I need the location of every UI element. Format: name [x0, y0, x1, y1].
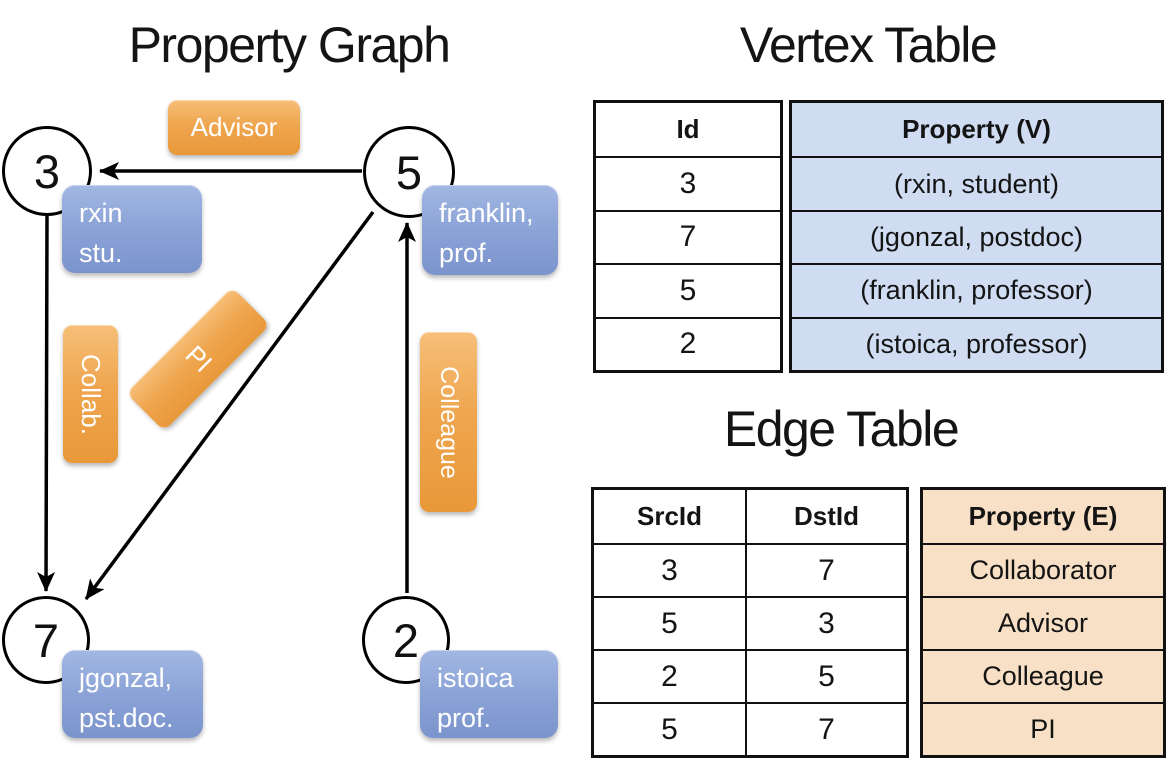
edge-label-collab: Collab. [63, 325, 118, 463]
table-cell: (rxin, student) [792, 156, 1161, 209]
table-cell: 3 [745, 596, 906, 649]
prop-line: stu. [79, 237, 123, 268]
table-cell: 2 [594, 649, 745, 702]
table-cell: 2 [596, 316, 780, 370]
edge-label-colleague: Colleague [420, 332, 477, 512]
table-cell: 7 [596, 209, 780, 263]
vertex-prop-box-rxin: rxin stu. [62, 185, 202, 273]
prop-line: jgonzal, [79, 663, 173, 693]
column-header: Property (V) [902, 114, 1051, 145]
table-cell: Colleague [923, 649, 1163, 702]
prop-line: prof. [437, 702, 492, 733]
edge-table-property-column: Property (E) Collaborator Advisor Collea… [920, 487, 1166, 758]
graph-node-2: 2 [362, 596, 450, 684]
edge-label-advisor: Advisor [168, 100, 300, 155]
graph-node-5: 5 [363, 126, 455, 218]
table-cell: 5 [594, 596, 745, 649]
table-cell: 7 [745, 543, 906, 596]
prop-line: prof. [439, 237, 494, 268]
node-id-label: 2 [392, 613, 420, 667]
table-cell: 3 [596, 156, 780, 209]
edge-table-title: Edge Table [723, 401, 960, 457]
vertex-table-title: Vertex Table [739, 17, 998, 73]
table-cell: 5 [745, 649, 906, 702]
table-cell: PI [923, 702, 1163, 755]
table-cell: (jgonzal, postdoc) [792, 209, 1161, 263]
table-cell: (franklin, professor) [792, 263, 1161, 316]
node-id-label: 3 [33, 144, 61, 198]
column-header: DstId [745, 490, 906, 543]
node-id-label: 5 [395, 145, 423, 199]
prop-line: pst.doc. [79, 702, 174, 733]
table-cell: 7 [745, 702, 906, 755]
property-graph-title: Property Graph [128, 17, 451, 73]
table-cell: (istoica, professor) [792, 316, 1161, 370]
column-header: Property (E) [968, 501, 1118, 531]
edge-label-text: Advisor [190, 112, 278, 142]
edge-table-id-columns: SrcId DstId 3 7 5 3 2 5 5 7 [591, 487, 909, 758]
vertex-prop-box-jgonzal: jgonzal, pst.doc. [62, 650, 203, 738]
vertex-prop-box-franklin: franklin, prof. [422, 185, 558, 275]
table-cell: 3 [594, 543, 745, 596]
table-cell: Advisor [923, 596, 1163, 649]
prop-line: rxin [79, 198, 123, 228]
edge-label-text: Colleague [435, 365, 463, 479]
vertex-table-id-column: Id 3 7 5 2 [593, 100, 783, 373]
column-header: Id [676, 114, 700, 145]
table-cell: Collaborator [923, 543, 1163, 596]
edge-pi-line [84, 210, 375, 601]
edge-label-text: Collab. [76, 353, 106, 435]
edge-label-text: PI [179, 339, 218, 378]
prop-line: istoica [437, 663, 514, 693]
graph-edges-svg [37, 162, 416, 601]
edge-collab-line [37, 215, 56, 592]
node-id-label: 7 [32, 613, 60, 667]
vertex-table-property-column: Property (V) (rxin, student) (jgonzal, p… [789, 100, 1164, 373]
table-cell: 5 [594, 702, 745, 755]
column-header: SrcId [636, 501, 703, 531]
vertex-prop-box-istoica: istoica prof. [420, 650, 558, 738]
table-cell: 5 [596, 263, 780, 316]
prop-line: franklin, [439, 198, 534, 228]
